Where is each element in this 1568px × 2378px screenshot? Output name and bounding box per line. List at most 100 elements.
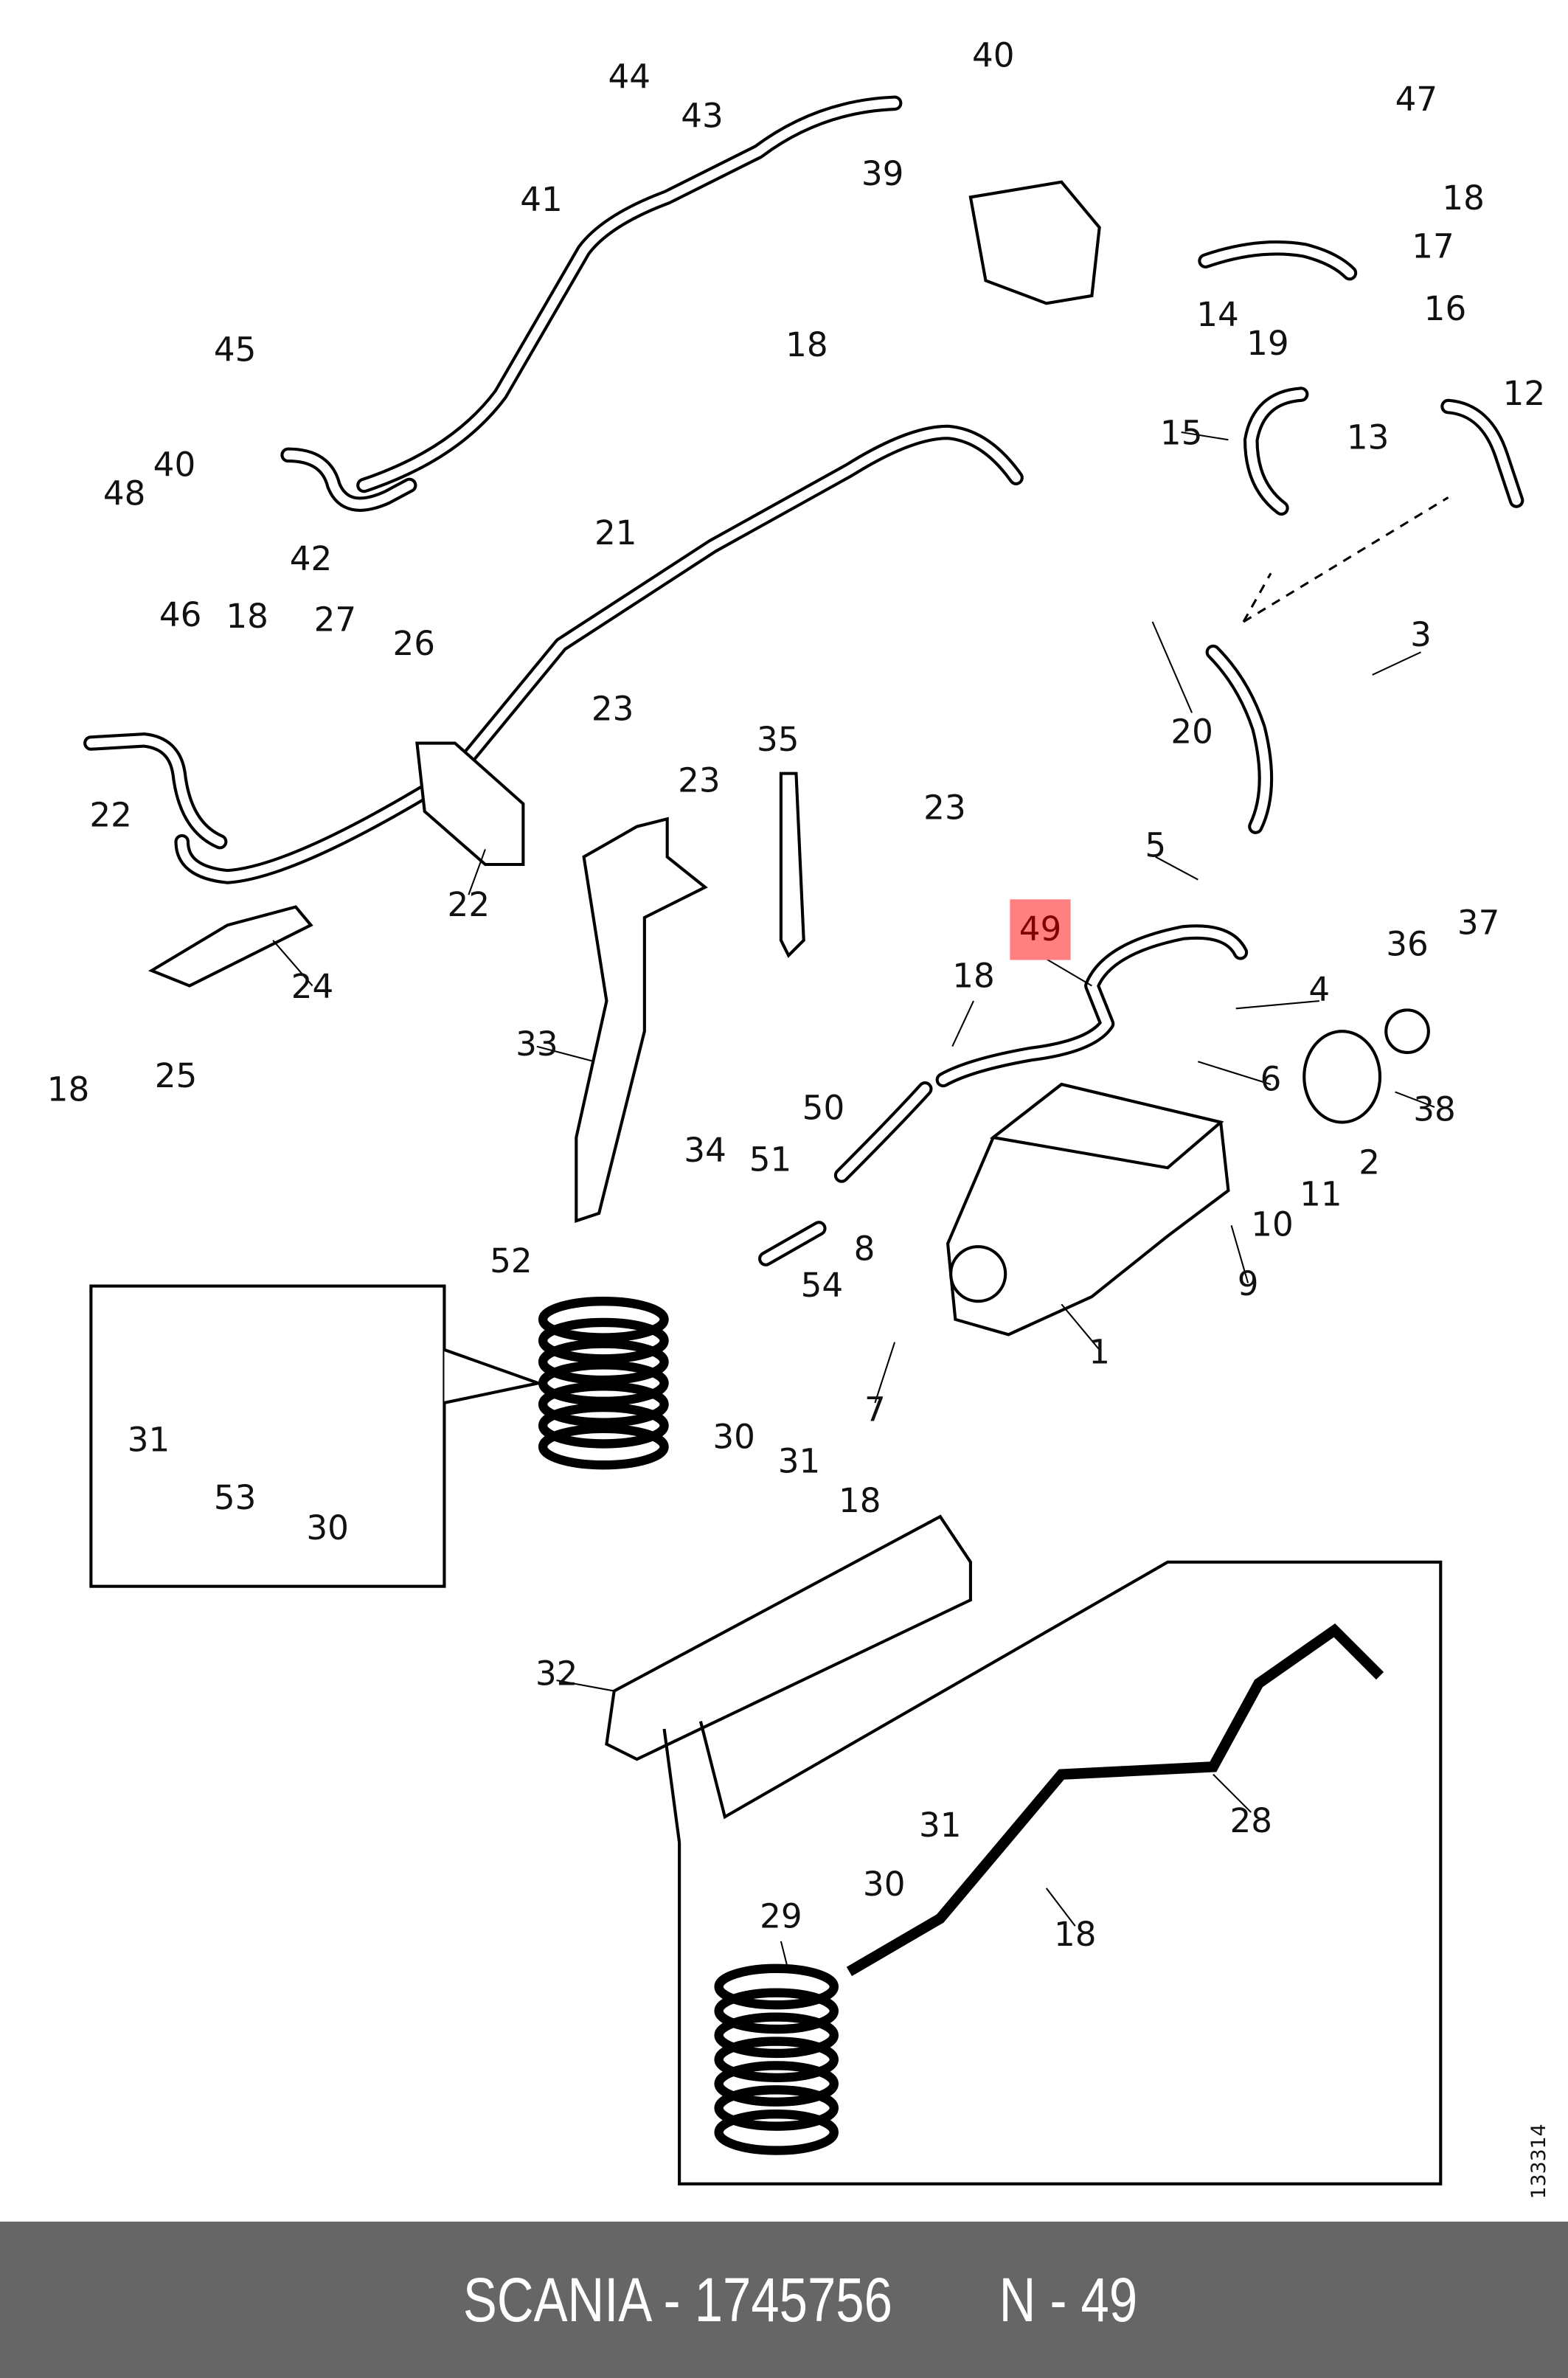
gear [1384, 1008, 1430, 1055]
inset-box-bottom [662, 1560, 1443, 2185]
inset-box-left [89, 1284, 446, 1588]
hose-9-outline [935, 924, 1249, 1088]
hose-lines [83, 95, 1524, 1266]
callout-29: 29 [760, 1896, 802, 1935]
hose-3-fill [177, 427, 1021, 881]
callout-35: 35 [757, 720, 799, 759]
hose-1-fill [359, 98, 900, 490]
hose-2-fill [283, 450, 414, 509]
callout-54: 54 [801, 1266, 844, 1305]
callout-14: 14 [1196, 295, 1239, 334]
callout-41: 41 [520, 180, 563, 219]
leader-line [1213, 1773, 1252, 1813]
callout-33: 33 [516, 1025, 558, 1064]
coil-29-turn [714, 2036, 839, 2083]
compressor-head [989, 1082, 1224, 1170]
leader-line [874, 1342, 896, 1404]
leader-line [272, 940, 313, 987]
callout-18: 18 [952, 957, 995, 996]
bracket-33 [575, 817, 708, 1224]
callout-26: 26 [393, 624, 436, 663]
hose-1-outline [356, 95, 903, 493]
callout-45: 45 [214, 330, 257, 369]
coil-52-turn [538, 1382, 669, 1427]
leader-line [1181, 431, 1229, 441]
callout-22: 22 [89, 796, 132, 835]
leader-line [1235, 1000, 1319, 1010]
callout-18: 18 [785, 325, 828, 364]
coil-52-turn [538, 1317, 669, 1364]
hose-8-fill [1208, 647, 1271, 831]
hose-9-fill [938, 927, 1246, 1085]
hose-3-outline [174, 424, 1024, 884]
callout-8: 8 [854, 1230, 875, 1269]
coil-52-turn [538, 1402, 669, 1449]
leader-line [1039, 954, 1092, 987]
callout-9: 9 [1238, 1264, 1259, 1303]
bracket-24 [148, 905, 313, 988]
bracket-32 [605, 1514, 972, 1761]
callout-51: 51 [749, 1140, 792, 1179]
callout-38: 38 [1413, 1089, 1456, 1129]
coil-52-turn [538, 1339, 669, 1385]
callout-40: 40 [972, 35, 1015, 74]
leader-line [1151, 621, 1193, 713]
callout-22: 22 [448, 885, 490, 924]
callout-12: 12 [1503, 374, 1546, 413]
leader-line [468, 849, 486, 895]
leader-line [951, 1000, 974, 1047]
callout-30: 30 [863, 1865, 906, 1904]
callout-37: 37 [1457, 904, 1500, 943]
callout-1: 1 [1089, 1332, 1110, 1371]
leader-line [1061, 1303, 1100, 1351]
callout-25: 25 [155, 1056, 198, 1095]
callout-31: 31 [128, 1421, 170, 1460]
leader-line [1045, 1888, 1076, 1927]
callout-7: 7 [864, 1390, 886, 1429]
callout-18: 18 [1442, 178, 1485, 218]
callout-28: 28 [1230, 1801, 1273, 1840]
leader-line [780, 1941, 790, 1972]
callout-40: 40 [153, 446, 196, 485]
callout-13: 13 [1347, 418, 1390, 457]
hose-6-fill [1246, 389, 1306, 513]
callout-24: 24 [291, 967, 334, 1006]
callout-27: 27 [314, 600, 357, 639]
callout-16: 16 [1424, 289, 1467, 328]
callout-30: 30 [306, 1508, 349, 1547]
hose-10-fill [836, 1084, 930, 1180]
callout-23: 23 [678, 760, 721, 800]
leader-lines [272, 431, 1435, 1972]
callout-6: 6 [1260, 1059, 1282, 1098]
leader-line [1155, 856, 1198, 881]
callout-46: 46 [159, 595, 202, 634]
callout-19: 19 [1246, 324, 1289, 363]
housing [968, 180, 1101, 305]
pipe-28 [846, 1623, 1384, 1977]
callout-39: 39 [861, 154, 904, 193]
callout-18: 18 [226, 597, 268, 636]
callout-31: 31 [919, 1806, 962, 1845]
callout-48: 48 [103, 474, 146, 513]
callout-34: 34 [684, 1131, 726, 1170]
callout-4: 4 [1308, 970, 1330, 1009]
dashed-link [1242, 496, 1449, 623]
callout-23: 23 [592, 690, 634, 729]
coil-29-turn [714, 2061, 839, 2107]
position-code: N - 49 [999, 2264, 1137, 2334]
leader-line [1395, 1091, 1435, 1108]
coil-29-turn [714, 2110, 839, 2155]
coil-52-turn [538, 1424, 669, 1470]
coil-29-turn [714, 1988, 839, 2034]
component-shapes [148, 180, 1430, 2155]
inset-pointer-left [443, 1348, 544, 1404]
hose-11-fill [761, 1224, 824, 1263]
hose-7-fill [1443, 401, 1522, 505]
hose-5-fill [1201, 243, 1355, 278]
callout-30: 30 [712, 1418, 755, 1457]
bracket-22 [415, 741, 525, 867]
inset-boxes [89, 496, 1449, 2185]
leader-line [1230, 1225, 1249, 1283]
